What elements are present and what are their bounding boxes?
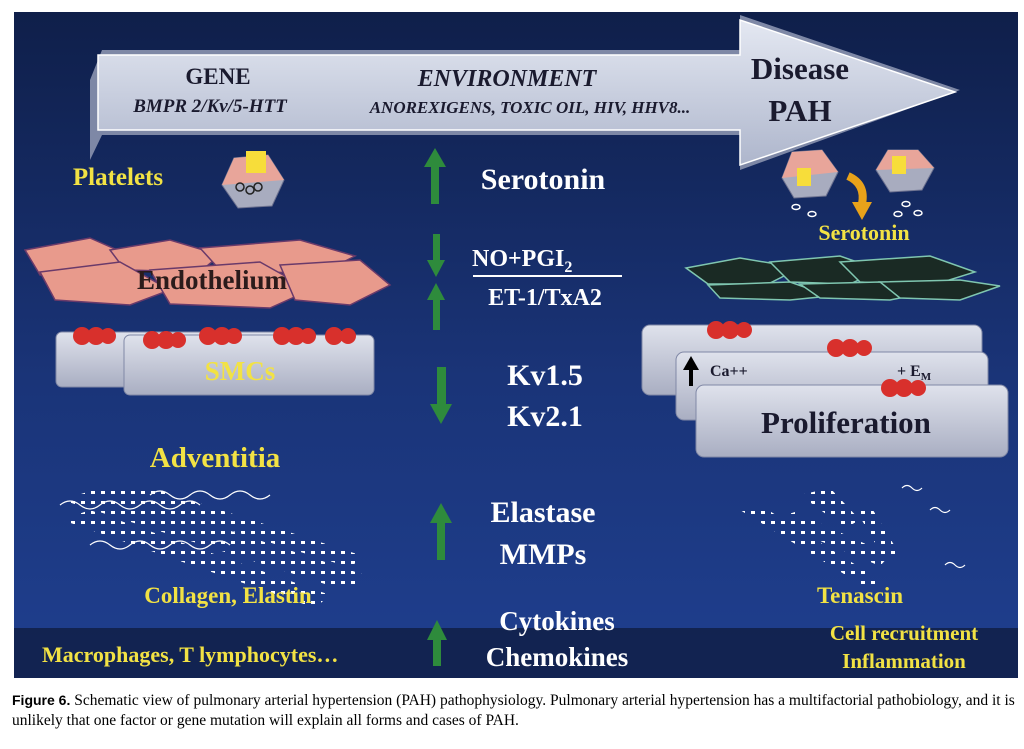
macrophages-label: Macrophages, T lymphocytes… — [42, 642, 338, 667]
serotonin-label: Serotonin — [481, 163, 606, 196]
calcium-label: Ca++ — [710, 363, 748, 380]
mediator-arrows — [424, 148, 452, 666]
adventitia-label: Adventitia — [150, 442, 281, 474]
dark-endothelium-tiles — [684, 255, 1001, 301]
membrane-potential-label: + EM — [897, 363, 932, 383]
inflammation-label: Inflammation — [842, 649, 966, 673]
environment-title: ENVIRONMENT — [417, 66, 598, 92]
disease-label: Disease — [751, 51, 849, 86]
platelets-label: Platelets — [73, 164, 164, 191]
proliferation-label: Proliferation — [761, 405, 931, 440]
environment-detail: ANOREXIGENS, TOXIC OIL, HIV, HHV8... — [369, 98, 691, 117]
collagen-fibers — [59, 484, 365, 608]
activated-platelets-icon — [781, 149, 935, 220]
tenascin-label: Tenascin — [817, 583, 903, 608]
gene-environment-arrow: GENE BMPR 2/Kv/5-HTT ENVIRONMENT ANOREXI… — [90, 15, 960, 170]
figure-caption: Figure 6. Schematic view of pulmonary ar… — [12, 690, 1016, 731]
kv15-label: Kv1.5 — [507, 359, 583, 392]
elastase-label: Elastase — [491, 496, 596, 529]
gene-title: GENE — [185, 64, 250, 89]
proliferation-cells — [641, 321, 1009, 458]
collagen-elastin-label: Collagen, Elastin — [144, 583, 312, 608]
no-pgi-label: NO+PGI2 — [472, 246, 572, 276]
arrow-down-kv — [430, 367, 452, 424]
cell-recruitment-label: Cell recruitment — [830, 621, 978, 645]
arrow-up-elastase — [430, 503, 452, 560]
arrow-down-no-pgi — [427, 234, 445, 277]
arrow-up-cytokines — [427, 620, 447, 666]
platelet-icon — [221, 151, 285, 209]
smcs-label: SMCs — [205, 356, 276, 386]
smc-cells — [55, 327, 375, 396]
right-serotonin-label: Serotonin — [818, 220, 909, 245]
caption-text: Schematic view of pulmonary arterial hyp… — [12, 692, 1015, 729]
chemokines-label: Chemokines — [486, 642, 629, 672]
gene-detail: BMPR 2/Kv/5-HTT — [132, 96, 288, 117]
mmps-label: MMPs — [500, 538, 587, 571]
tenascin-fibers — [740, 484, 966, 590]
et1-label: ET-1/TxA2 — [488, 285, 602, 311]
endothelium-label: Endothelium — [137, 265, 288, 295]
figure-label: Figure 6. — [12, 692, 71, 708]
pah-label: PAH — [768, 93, 831, 128]
arrow-up-et1 — [427, 283, 445, 330]
endothelium-tiles — [23, 237, 392, 309]
kv21-label: Kv2.1 — [507, 400, 583, 433]
arrow-up-serotonin — [424, 148, 446, 204]
cytokines-label: Cytokines — [499, 606, 615, 636]
bottom-band — [14, 628, 1018, 678]
